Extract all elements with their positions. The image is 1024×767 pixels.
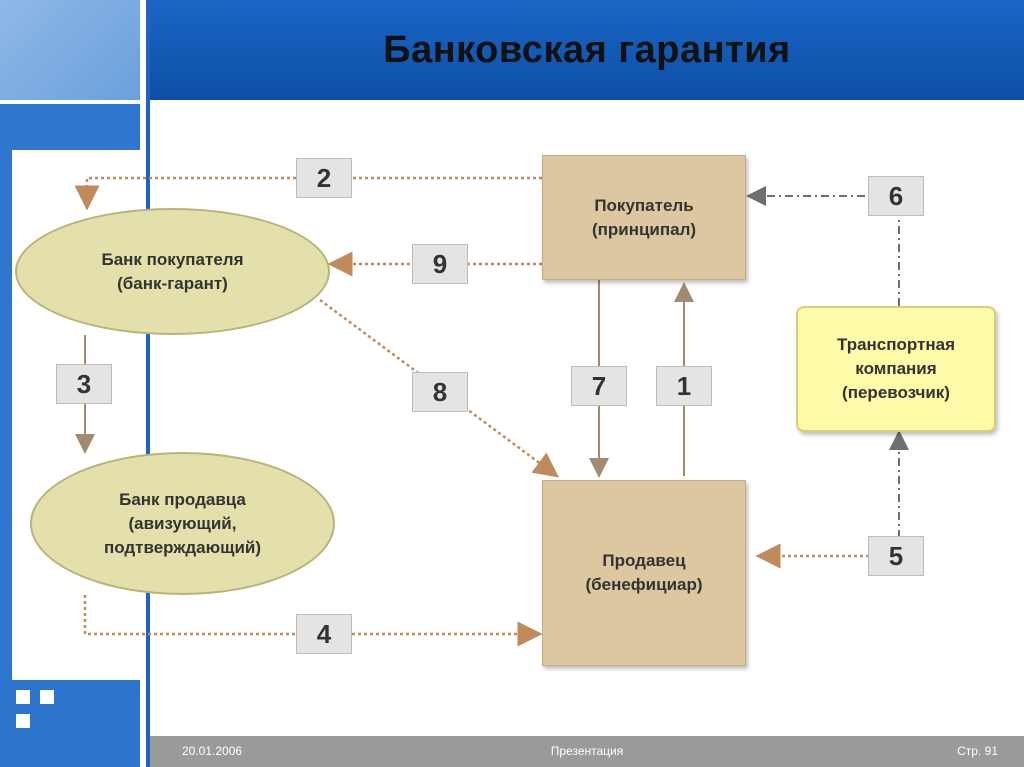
corner-panel [0, 0, 140, 100]
carrier-node: Транспортная компания (перевозчик) [796, 306, 996, 432]
footer-title: Презентация [550, 744, 624, 758]
side-bottom-panel [0, 680, 140, 767]
logo-square [16, 690, 30, 704]
step-6-label: 6 [868, 176, 924, 216]
side-band [0, 104, 140, 150]
seller-node: Продавец (бенефициар) [542, 480, 746, 666]
arrow-8 [319, 298, 560, 478]
side-strip [0, 150, 12, 680]
header-divider [0, 100, 1024, 104]
buyer-bank-node: Банк покупателя (банк-гарант) [15, 208, 330, 335]
arrow-2 [74, 176, 542, 211]
step-2-label: 2 [296, 158, 352, 198]
slide-title: Банковская гарантия [383, 28, 791, 71]
logo-square [16, 714, 30, 728]
step-1-label: 1 [656, 366, 712, 406]
title-bar [150, 0, 1024, 100]
step-8-label: 8 [412, 372, 468, 412]
step-9-label: 9 [412, 244, 468, 284]
vertical-divider [140, 0, 144, 767]
arrow-4 [83, 595, 543, 647]
buyer-node: Покупатель (принципал) [542, 155, 746, 280]
step-3-label: 3 [56, 364, 112, 404]
footer-page: Стр. 91 [957, 744, 998, 758]
seller-bank-node: Банк продавца (авизующий, подтверждающий… [30, 452, 335, 595]
logo-square [40, 690, 54, 704]
vertical-divider-blue [146, 0, 150, 767]
footer-bar [150, 736, 1024, 767]
footer-date: 20.01.2006 [182, 744, 243, 758]
step-7-label: 7 [571, 366, 627, 406]
diagram-canvas: Покупатель (принципал) Банк покупателя (… [12, 150, 1024, 680]
step-4-label: 4 [296, 614, 352, 654]
step-5-label: 5 [868, 536, 924, 576]
